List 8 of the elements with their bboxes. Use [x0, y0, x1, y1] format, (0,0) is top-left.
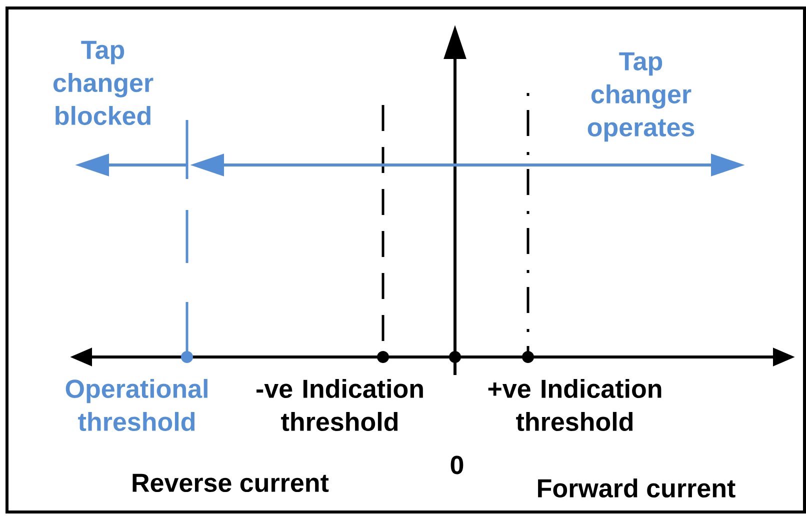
origin-label: 0 [450, 456, 464, 474]
region-label: Tap changer blocked [53, 40, 154, 126]
axis-label: Forward current [538, 478, 736, 498]
threshold-label: Operational threshold [66, 378, 208, 432]
threshold-label: -ve Indication threshold [256, 378, 423, 432]
threshold-label: +ve Indication threshold [488, 378, 662, 432]
region-label: Tap changer operates [588, 52, 694, 142]
axis-label: Reverse current [132, 474, 329, 492]
